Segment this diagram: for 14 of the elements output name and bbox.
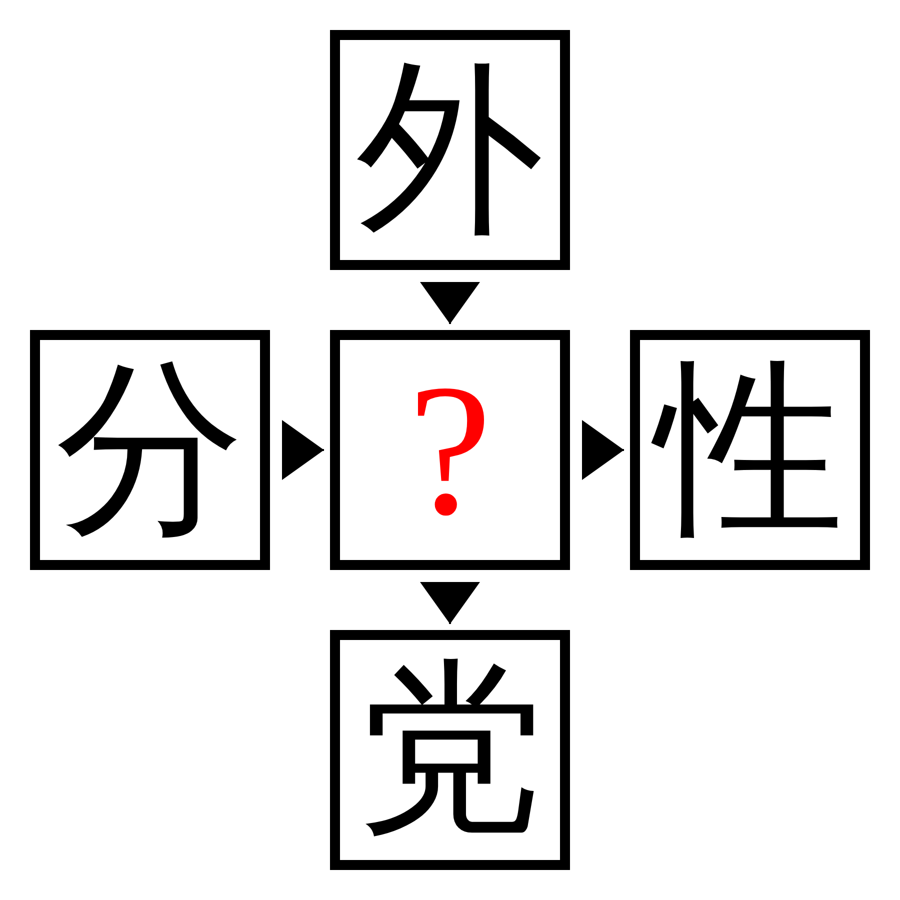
kanji: 性 [651, 342, 849, 558]
kanji: 党 [355, 644, 545, 856]
kanji-box [630, 330, 870, 570]
kanji-box [30, 330, 270, 570]
arrow [282, 420, 324, 480]
question-mark: ? [407, 344, 493, 556]
kanji-box [330, 30, 570, 270]
kanji-box [330, 630, 570, 870]
arrow [420, 582, 480, 624]
kanji: 外 [355, 44, 545, 256]
arrow [582, 420, 624, 480]
arrow [420, 282, 480, 324]
answer-box [330, 330, 570, 570]
kanji: 分 [55, 344, 245, 556]
